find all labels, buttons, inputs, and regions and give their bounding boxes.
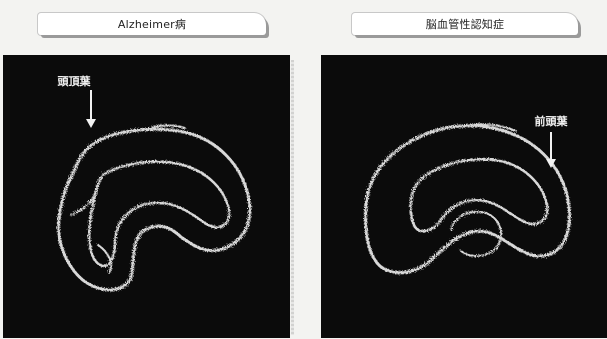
vascular-brain-image: 前頭葉 [321,55,607,338]
vascular-annotation-label: 前頭葉 [526,113,576,129]
vascular-panel: 脳血管性認知症 [314,0,607,339]
alzheimer-brain-image: 頭頂葉 [3,55,290,338]
alzheimer-arrow-shaft [90,90,92,120]
alzheimer-annotation-label: 頭頂葉 [49,73,99,89]
panel-divider [291,60,294,335]
alzheimer-brain-outline-icon [3,55,290,338]
vascular-brain-outline-icon [321,55,607,338]
alzheimer-title: Alzheimer病 [118,16,186,32]
vascular-arrow-shaft [550,132,552,160]
alzheimer-panel: Alzheimer病 [0,0,290,339]
alzheimer-arrow-head-icon [86,119,96,128]
vascular-arrow-head-icon [546,159,556,168]
alzheimer-title-tab: Alzheimer病 [38,13,266,35]
vascular-title: 脳血管性認知症 [426,16,504,32]
vascular-title-tab: 脳血管性認知症 [352,13,578,35]
